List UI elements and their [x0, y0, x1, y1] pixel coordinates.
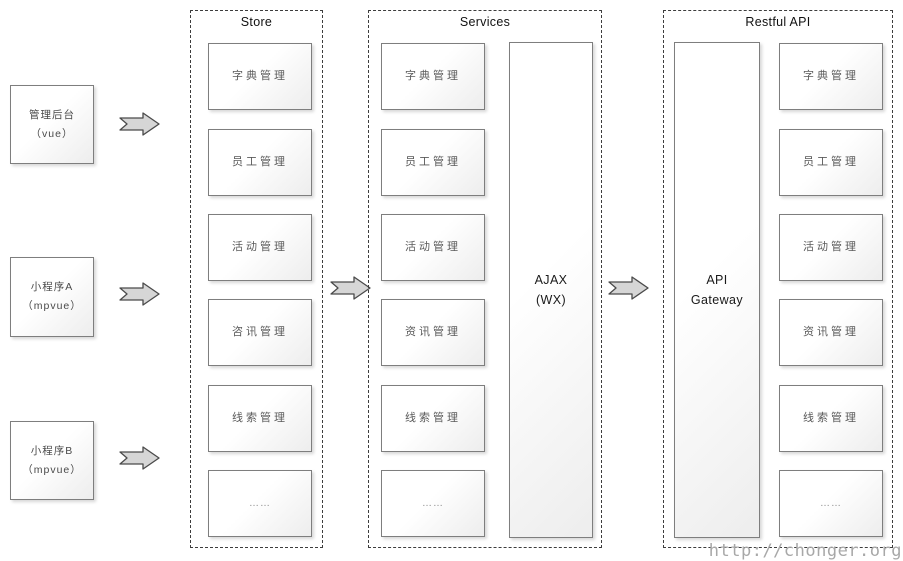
client-box-label: 小程序B （mpvue）: [22, 444, 82, 476]
client-box-label: 管理后台 （vue）: [29, 108, 75, 140]
restful-box: 线索管理: [779, 385, 883, 452]
watermark: http://chonger.org: [708, 541, 902, 561]
service-box-ellipsis: ……: [381, 470, 485, 537]
ajax-wx-box-label: AJAX (WX): [534, 273, 568, 307]
service-box: 员工管理: [381, 129, 485, 196]
store-box-label: ……: [249, 498, 271, 509]
restful-box-label: ……: [820, 498, 842, 509]
store-box: 员工管理: [208, 129, 312, 196]
store-box: 字典管理: [208, 43, 312, 110]
store-box-label: 字典管理: [232, 70, 288, 83]
flow-arrow-icon: [119, 282, 160, 306]
services-group: Services: [368, 10, 602, 548]
store-box: 线索管理: [208, 385, 312, 452]
restful-box: 活动管理: [779, 214, 883, 281]
restful-box-ellipsis: ……: [779, 470, 883, 537]
restful-api-group-title: Restful API: [745, 15, 811, 29]
restful-box-label: 资讯管理: [803, 326, 859, 339]
store-box: 活动管理: [208, 214, 312, 281]
ajax-wx-box: AJAX (WX): [509, 42, 593, 538]
store-box-ellipsis: ……: [208, 470, 312, 537]
service-box-label: 员工管理: [405, 156, 461, 169]
restful-box: 员工管理: [779, 129, 883, 196]
api-gateway-box: API Gateway: [674, 42, 760, 538]
client-box-miniprogram-b: 小程序B （mpvue）: [10, 421, 94, 500]
flow-arrow-icon: [119, 446, 160, 470]
restful-box: 资讯管理: [779, 299, 883, 366]
restful-box-label: 活动管理: [803, 241, 859, 254]
client-box-label: 小程序A （mpvue）: [22, 281, 82, 312]
flow-arrow-icon: [608, 276, 649, 300]
service-box-label: 字典管理: [405, 70, 461, 83]
service-box: 资讯管理: [381, 299, 485, 366]
api-gateway-box-label: API Gateway: [690, 273, 744, 307]
flow-arrow-icon: [330, 276, 371, 300]
restful-box-label: 字典管理: [803, 70, 859, 83]
store-box-label: 咨讯管理: [232, 326, 288, 339]
store-box: 咨讯管理: [208, 299, 312, 366]
flow-arrow-icon: [119, 112, 160, 136]
service-box: 线索管理: [381, 385, 485, 452]
client-box-admin: 管理后台 （vue）: [10, 85, 94, 164]
service-box: 字典管理: [381, 43, 485, 110]
store-group-title: Store: [240, 15, 273, 29]
restful-box-label: 员工管理: [803, 156, 859, 169]
store-box-label: 员工管理: [232, 156, 288, 169]
client-box-miniprogram-a: 小程序A （mpvue）: [10, 257, 94, 337]
store-group: Store: [190, 10, 323, 548]
restful-box-label: 线索管理: [803, 412, 859, 425]
service-box: 活动管理: [381, 214, 485, 281]
store-box-label: 活动管理: [232, 241, 288, 254]
service-box-label: 活动管理: [405, 241, 461, 254]
service-box-label: 资讯管理: [405, 326, 461, 339]
service-box-label: 线索管理: [405, 412, 461, 425]
store-box-label: 线索管理: [232, 412, 288, 425]
restful-box: 字典管理: [779, 43, 883, 110]
services-group-title: Services: [459, 15, 511, 29]
restful-api-group: Restful API: [663, 10, 893, 548]
service-box-label: ……: [422, 498, 444, 509]
